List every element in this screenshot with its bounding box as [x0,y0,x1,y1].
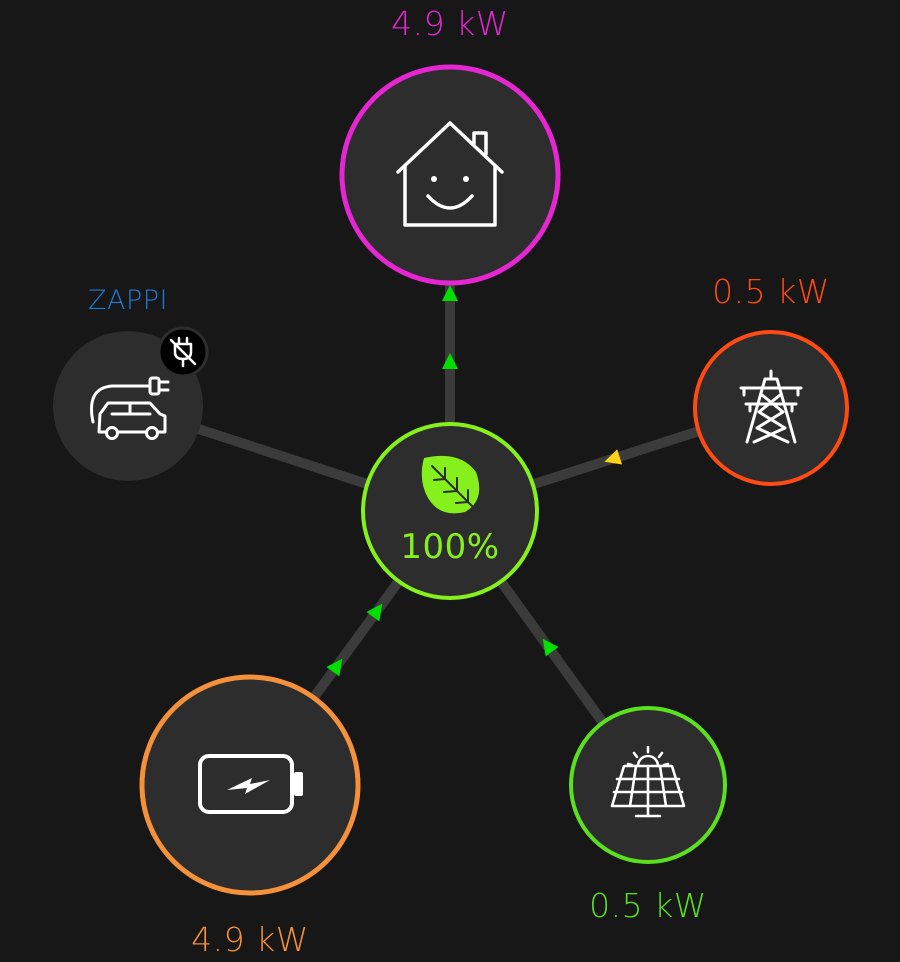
ev-car-charger-icon [90,376,170,440]
house-node[interactable] [339,64,561,286]
power-pylon-icon [739,369,803,444]
battery-node[interactable] [139,674,361,896]
battery-power-label: 4.9 kW [191,920,309,959]
solar-panel-icon [610,745,686,818]
flow-arrow-solar-1 [542,638,559,657]
smiling-house-icon [396,121,504,227]
green-share-label: 100% [400,527,500,567]
flow-arrow-grid-1 [604,449,623,465]
flow-arrows [326,285,623,677]
flow-arrow-house-2 [442,353,458,369]
leaf-icon [421,455,480,514]
solar-power-label: 0.5 kW [589,886,707,925]
flow-arrow-battery-2 [326,658,343,677]
flow-arrow-battery-1 [366,603,383,622]
solar-node[interactable] [569,706,727,864]
zappi-node[interactable] [53,326,209,481]
unplugged-icon [157,326,209,378]
battery-charging-icon [198,754,303,814]
zappi-label: ZAPPI [88,285,168,316]
flow-arrow-house-1 [442,285,458,301]
grid-node[interactable] [693,330,849,486]
grid-power-label: 0.5 kW [712,272,830,311]
center-node[interactable] [361,422,539,600]
house-power-label: 4.9 kW [391,4,509,43]
